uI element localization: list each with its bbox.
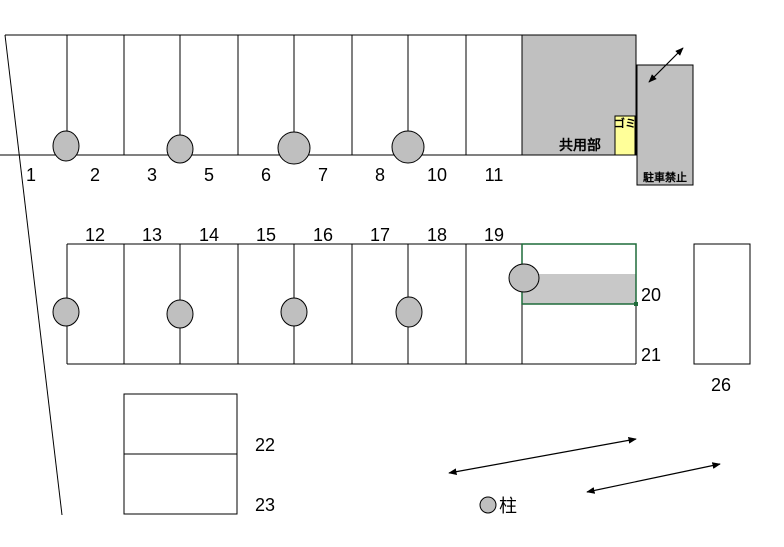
trash-label: ゴミ — [614, 116, 636, 130]
slot-number: 13 — [142, 225, 162, 245]
slot-number: 21 — [641, 345, 661, 365]
slot-number: 7 — [318, 165, 328, 185]
slot-20-shaded-area — [522, 274, 636, 304]
common-area: 共用部 ゴミ — [521, 34, 637, 156]
pillar-marker — [52, 297, 80, 327]
slot-number: 15 — [256, 225, 276, 245]
slot-number: 3 — [147, 165, 157, 185]
middle-row: 12 13 14 15 16 17 18 19 20 21 — [52, 225, 661, 365]
upper-row: 1 2 3 5 6 7 8 10 11 — [0, 34, 636, 185]
slot-number: 6 — [261, 165, 271, 185]
pillar-marker — [52, 130, 80, 162]
slot-26-outline — [693, 243, 751, 365]
slot-number: 2 — [90, 165, 100, 185]
slot-number: 11 — [485, 165, 504, 185]
legend-pillar-label: 柱 — [499, 496, 517, 516]
selection-handle — [634, 302, 638, 306]
slot-number: 26 — [711, 375, 731, 395]
traffic-arrow — [586, 462, 721, 494]
slot-number: 8 — [375, 165, 385, 185]
side-slot: 26 — [693, 243, 751, 395]
trash-area — [614, 115, 636, 156]
slot-number: 1 — [26, 165, 36, 185]
pillar-marker — [508, 263, 540, 293]
no-parking-label: 駐車禁止 — [643, 170, 687, 184]
slot-number: 19 — [484, 225, 504, 245]
pillar-marker — [277, 131, 311, 165]
pillar-marker — [391, 130, 425, 164]
pillar-marker — [166, 299, 194, 329]
lower-block: 22 23 — [123, 393, 275, 515]
slot-number: 12 — [85, 225, 105, 245]
slot-number: 5 — [204, 165, 214, 185]
lot-left-boundary — [4, 34, 63, 516]
entry-arrow — [648, 47, 684, 83]
slot-number: 23 — [255, 495, 275, 515]
no-parking-block — [636, 64, 694, 186]
slot-number: 20 — [641, 285, 661, 305]
legend-pillar-icon — [479, 496, 497, 514]
no-parking-zone: 駐車禁止 — [636, 47, 694, 186]
traffic-arrow — [448, 437, 637, 475]
legend: 柱 — [479, 496, 517, 516]
slot-number: 18 — [427, 225, 447, 245]
pillar-marker — [166, 134, 194, 164]
common-area-label: 共用部 — [559, 137, 601, 154]
slot-number: 10 — [427, 165, 447, 185]
pillar-marker — [395, 296, 423, 328]
slot-number: 22 — [255, 435, 275, 455]
pillar-marker — [280, 297, 308, 327]
slot-number: 16 — [313, 225, 333, 245]
slot-number: 17 — [370, 225, 390, 245]
slot-number: 14 — [199, 225, 219, 245]
